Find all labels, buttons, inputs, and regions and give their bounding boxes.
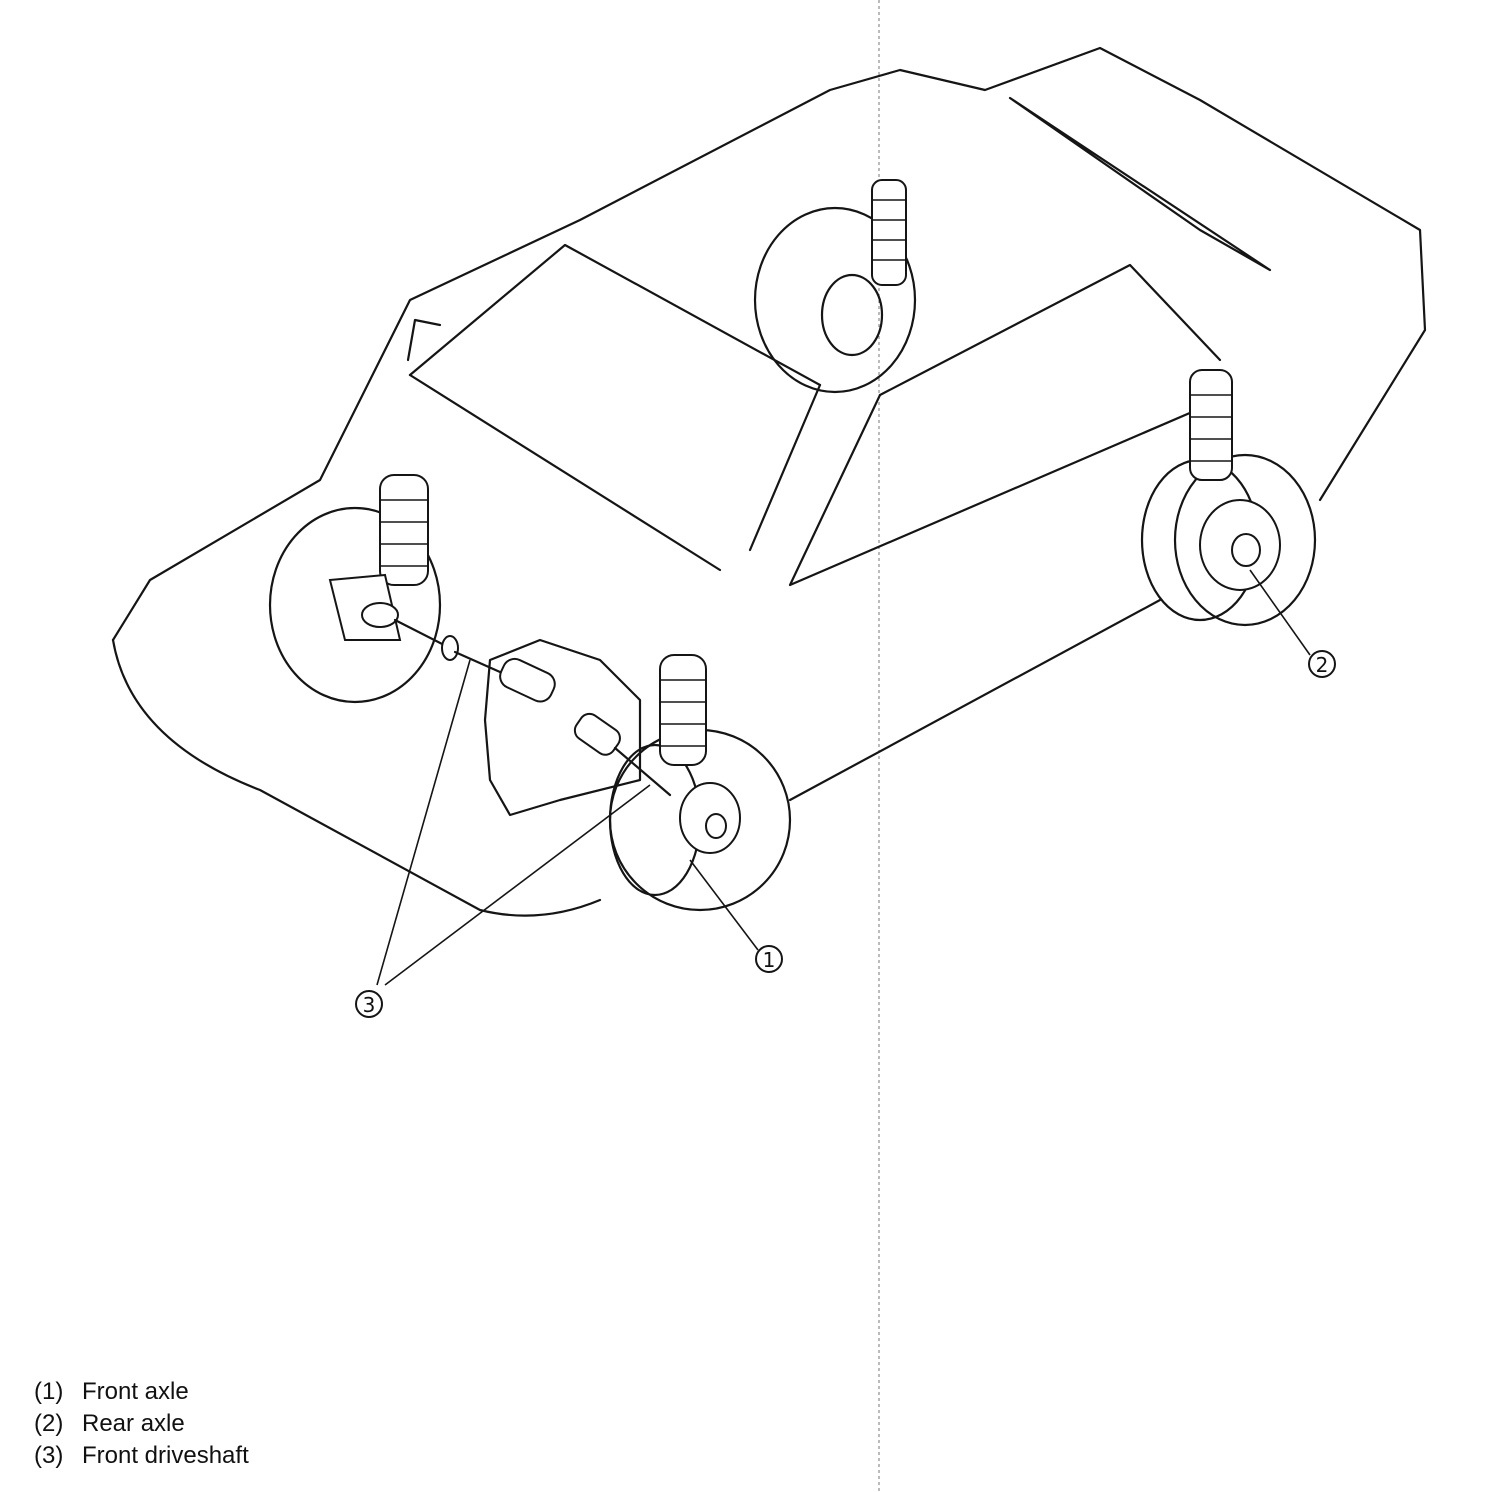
legend: (1) Front axle (2) Rear axle (3) Front d… bbox=[34, 1376, 249, 1472]
legend-number: (2) bbox=[34, 1410, 64, 1437]
car-body-outline bbox=[111, 46, 1427, 917]
callout-2-number: 2 bbox=[1316, 653, 1329, 677]
legend-item-2: (2) Rear axle bbox=[34, 1408, 249, 1440]
legend-item-1: (1) Front axle bbox=[34, 1376, 249, 1408]
front-left-wheel bbox=[268, 474, 442, 704]
callout-1-number: 1 bbox=[763, 948, 776, 972]
rear-right-wheel bbox=[1140, 369, 1317, 627]
legend-item-3: (3) Front driveshaft bbox=[34, 1440, 249, 1472]
front-driveshaft-left bbox=[393, 618, 556, 703]
callout-2-marker: 2 bbox=[1308, 650, 1336, 678]
legend-label: Front driveshaft bbox=[82, 1442, 249, 1469]
legend-label: Rear axle bbox=[82, 1410, 185, 1437]
transaxle-housing bbox=[483, 638, 642, 817]
legend-number: (1) bbox=[34, 1378, 64, 1405]
front-driveshaft-right bbox=[573, 712, 672, 797]
callout-3-marker: 3 bbox=[355, 990, 383, 1018]
callout-3-number: 3 bbox=[363, 993, 376, 1017]
front-right-wheel bbox=[608, 654, 792, 912]
callout-3-leader-b bbox=[384, 784, 651, 986]
legend-label: Front axle bbox=[82, 1378, 189, 1405]
callout-2-leader bbox=[1249, 569, 1311, 656]
legend-number: (3) bbox=[34, 1442, 64, 1469]
callout-1-marker: 1 bbox=[755, 945, 783, 973]
callout-3-leader-a bbox=[376, 659, 471, 986]
rear-left-wheel bbox=[753, 179, 917, 394]
callout-1-leader bbox=[689, 859, 759, 951]
